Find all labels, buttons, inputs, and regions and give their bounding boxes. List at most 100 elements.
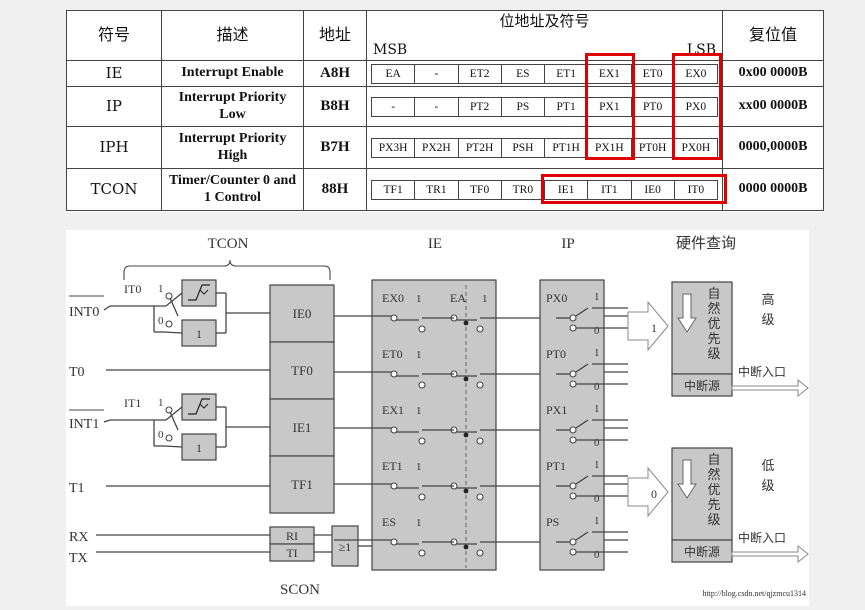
or-gate-label: ≥1 bbox=[339, 540, 352, 554]
switch-pos-1: 1 bbox=[416, 517, 422, 529]
bit-cell: IE0 bbox=[632, 180, 675, 199]
switch-pos-1: 1 bbox=[158, 397, 164, 409]
hardware-query-label: 硬件查询 bbox=[676, 235, 736, 252]
bit-cell: PSH bbox=[502, 138, 545, 157]
natural-priority-char: 自 bbox=[707, 452, 720, 467]
flag-tf0 bbox=[269, 341, 335, 400]
switch-pos-0: 0 bbox=[594, 493, 600, 505]
highlight-ex0-px0-column bbox=[672, 53, 722, 160]
contact-circle bbox=[418, 325, 426, 333]
bit-cell: PT0 bbox=[632, 97, 675, 116]
natural-priority-block bbox=[671, 281, 733, 375]
natural-priority-char: 自 bbox=[707, 286, 720, 301]
contact-circle bbox=[569, 426, 577, 434]
contact-circle bbox=[569, 548, 577, 556]
interrupt-source-block bbox=[671, 539, 733, 563]
input-arrow bbox=[627, 466, 669, 518]
row-description-line1: Interrupt Priority bbox=[178, 90, 287, 106]
switch-pos-0: 0 bbox=[594, 381, 600, 393]
input-arrow bbox=[627, 300, 669, 352]
junction-dot bbox=[463, 320, 469, 326]
bit-cell: - bbox=[415, 97, 459, 116]
bit-cell: PX0H bbox=[681, 141, 711, 154]
contact-circle bbox=[569, 380, 577, 388]
ip-bit-pt0: PT0 bbox=[546, 347, 566, 361]
natural-priority-block bbox=[671, 447, 733, 541]
ip-label: IP bbox=[561, 236, 574, 252]
natural-priority-char: 优 bbox=[707, 316, 720, 331]
ip-bit-px0: PX0 bbox=[546, 291, 567, 305]
bit-cell: ET0 bbox=[632, 64, 675, 83]
bit-cell: IT1 bbox=[588, 180, 632, 199]
tcon-brace bbox=[123, 259, 331, 280]
wire-to-inverter bbox=[163, 331, 183, 334]
contact-circle bbox=[390, 482, 398, 490]
interrupt-entry-label: 中断入口 bbox=[738, 364, 786, 379]
ie-bit-ex1: EX1 bbox=[382, 403, 404, 417]
highlight-tcon-trigger-bits bbox=[541, 174, 727, 204]
ip-bit-pt1: PT1 bbox=[546, 459, 566, 473]
contact-circle bbox=[569, 538, 577, 546]
bit-cell: PS bbox=[502, 97, 545, 116]
selector-blade bbox=[169, 297, 179, 317]
bit-cell: PX2H bbox=[415, 138, 459, 157]
contact-circle bbox=[390, 538, 398, 546]
ip-switch-blade bbox=[575, 363, 589, 373]
ip-bit-px1: PX1 bbox=[546, 403, 567, 417]
contact-circle bbox=[418, 493, 426, 501]
natural-priority-char: 先 bbox=[707, 331, 720, 346]
bit-cell: PT0H bbox=[632, 138, 675, 157]
row-reset-value: xx00 0000B bbox=[722, 86, 824, 127]
ie-bit-et1: ET1 bbox=[382, 459, 403, 473]
bit-cell: TR0 bbox=[502, 180, 545, 199]
flag-label-ie1: IE1 bbox=[293, 420, 312, 435]
falling-edge-symbol bbox=[188, 398, 210, 415]
falling-edge-symbol bbox=[188, 284, 210, 301]
bit-cell: ET1 bbox=[545, 64, 589, 83]
switch-pos-1: 1 bbox=[594, 403, 600, 415]
bit-cell: TR1 bbox=[415, 180, 459, 199]
row-description-line1: Interrupt Priority bbox=[178, 131, 287, 147]
bit-cell: EX0 bbox=[685, 67, 707, 80]
natural-priority-char: 然 bbox=[707, 467, 720, 482]
switch-pos-0: 0 bbox=[158, 429, 164, 441]
row-address: A8H bbox=[303, 60, 367, 87]
bit-cell: PT2H bbox=[459, 138, 502, 157]
row-address: 88H bbox=[303, 168, 367, 211]
bit-cell: - bbox=[372, 97, 416, 116]
switch-pos-1: 1 bbox=[416, 461, 422, 473]
ip-switch-blade bbox=[575, 419, 589, 429]
input-label-rx: RX bbox=[69, 530, 88, 545]
ip-switch-blade bbox=[575, 307, 589, 317]
entry-arrow bbox=[731, 544, 809, 564]
flag-tf1 bbox=[269, 455, 335, 514]
contact-circle bbox=[476, 381, 484, 389]
switch-pos-0: 0 bbox=[158, 315, 164, 327]
input-label-int1: INT1 bbox=[69, 417, 99, 432]
interrupt-entry-label: 中断入口 bbox=[738, 530, 786, 545]
priority-input-label: 1 bbox=[651, 321, 657, 335]
contact-circle bbox=[165, 434, 173, 442]
tcon-label: TCON bbox=[208, 236, 249, 252]
ip-switch-blade bbox=[575, 475, 589, 485]
contact-circle bbox=[476, 549, 484, 557]
contact-circle bbox=[165, 292, 173, 300]
header-address: 地址 bbox=[303, 10, 367, 61]
contact-circle bbox=[569, 436, 577, 444]
ip-switch-blade bbox=[575, 531, 589, 541]
contact-circle bbox=[476, 437, 484, 445]
ie-label: IE bbox=[428, 236, 442, 252]
natural-priority-char: 级 bbox=[707, 512, 720, 527]
switch-pos-1: 1 bbox=[594, 347, 600, 359]
bit-cell: IE1 bbox=[545, 180, 589, 199]
bit-cell: EX1 bbox=[588, 64, 632, 83]
flag-label-tf1: TF1 bbox=[291, 477, 313, 492]
flag-ie0 bbox=[269, 284, 335, 343]
edge-arrow bbox=[199, 289, 209, 295]
contact-circle bbox=[569, 370, 577, 378]
